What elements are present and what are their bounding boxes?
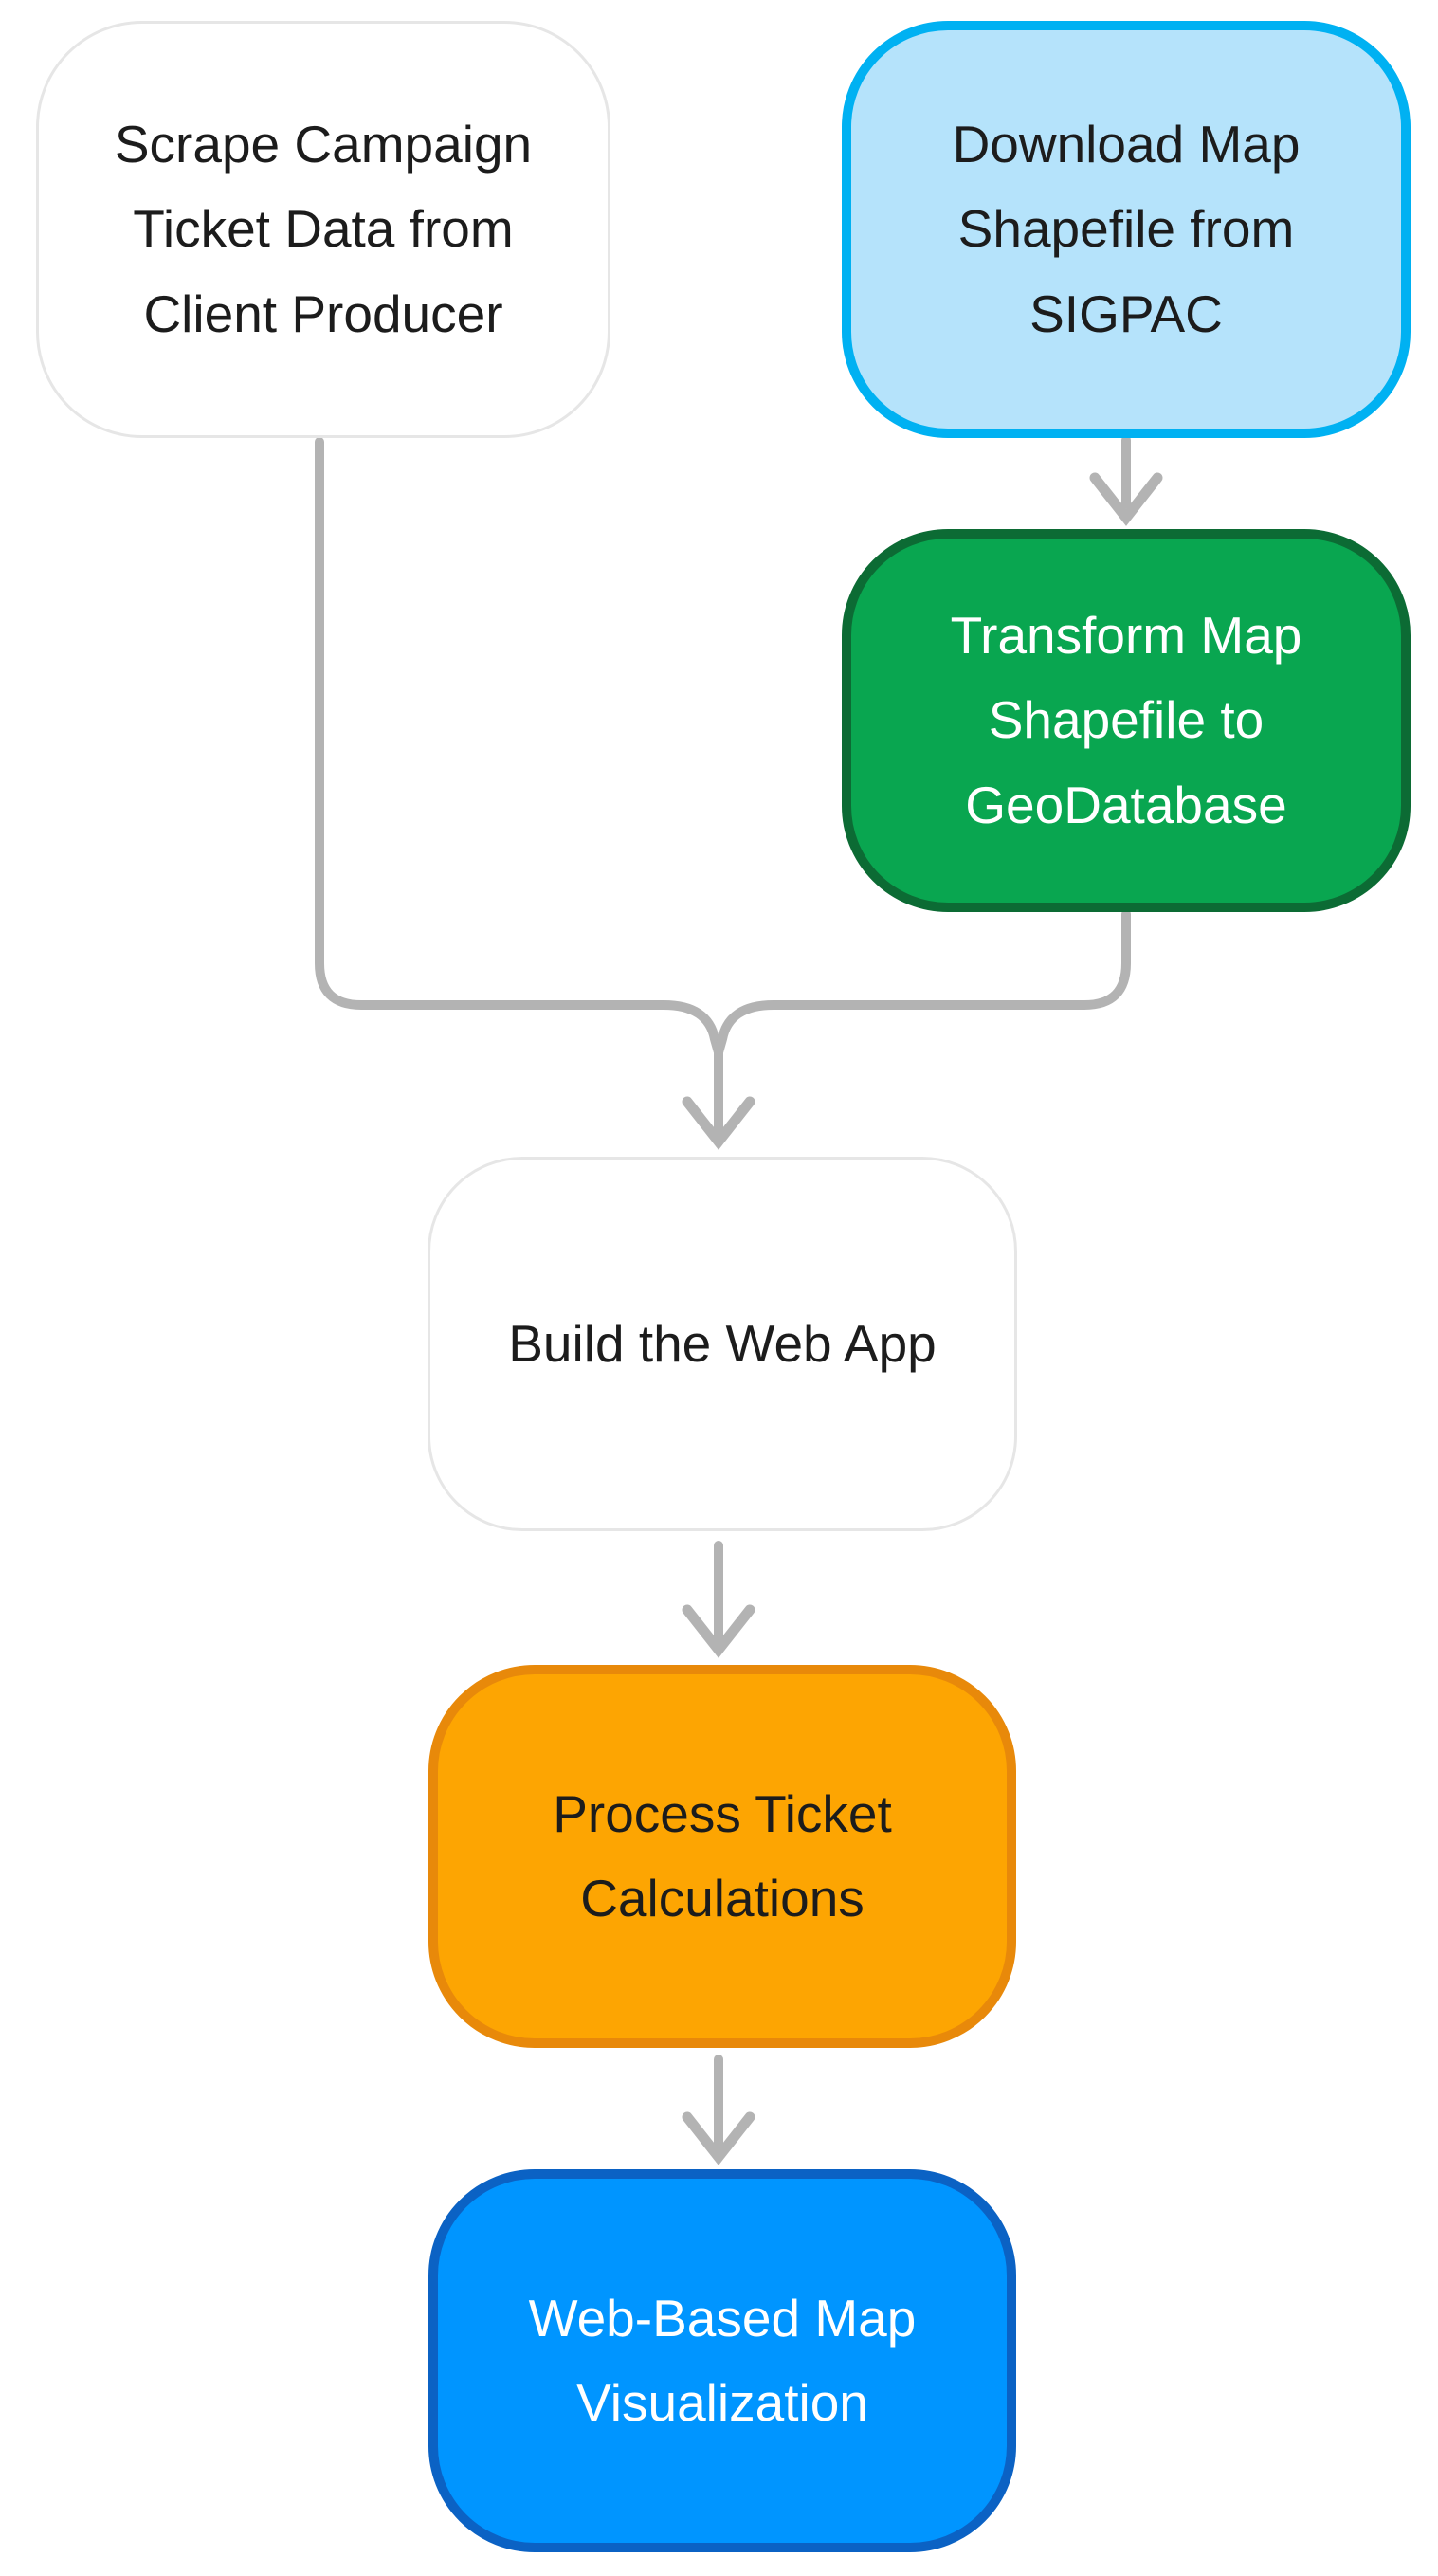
arrow-process-to-webmap — [682, 2055, 755, 2165]
node-build-web-app: Build the Web App — [428, 1157, 1017, 1531]
node-web-based-map-visualization: Web-Based Map Visualization — [428, 2169, 1016, 2552]
arrow-download-to-transform — [1089, 435, 1163, 526]
connector-merge-to-build — [315, 437, 1131, 1150]
node-scrape-campaign-ticket-data: Scrape Campaign Ticket Data from Client … — [36, 21, 610, 438]
node-download-map-shapefile: Download Map Shapefile from SIGPAC — [842, 21, 1411, 438]
arrow-build-to-process — [682, 1541, 755, 1658]
node-transform-shapefile-to-geodatabase: Transform Map Shapefile to GeoDatabase — [842, 529, 1411, 912]
node-process-ticket-calculations: Process Ticket Calculations — [428, 1665, 1016, 2048]
